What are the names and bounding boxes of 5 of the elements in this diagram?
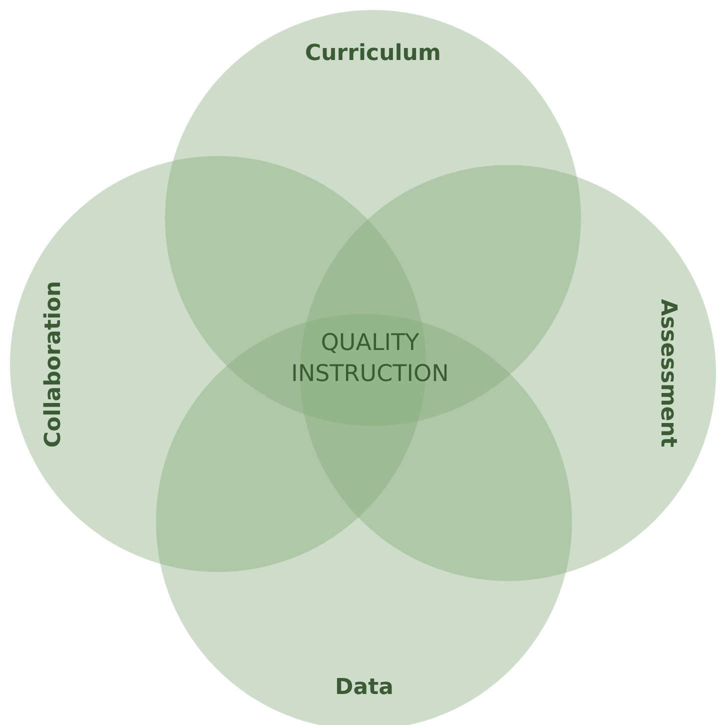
- circle-label: Assessment: [656, 299, 680, 448]
- circle-label: Collaboration: [40, 280, 66, 448]
- circle-label: Curriculum: [305, 40, 441, 66]
- circle-label: Data: [335, 674, 394, 700]
- center-label: QUALITY INSTRUCTION: [290, 329, 450, 389]
